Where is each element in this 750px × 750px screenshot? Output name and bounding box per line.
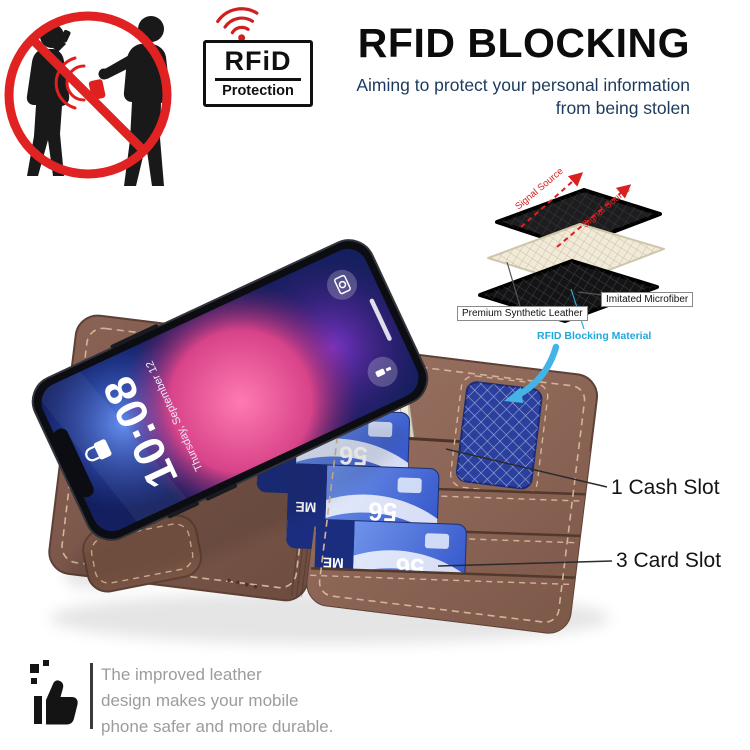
thumbs-up-icon (30, 660, 78, 725)
lock-icon (85, 439, 112, 462)
prohibition-circle (4, 11, 172, 179)
cash-slot-callout: 1 Cash Slot (611, 476, 720, 499)
card-slot-callout: 3 Card Slot (616, 549, 722, 572)
cash-slot-pointer-line (445, 448, 608, 488)
signal-arrow (556, 184, 632, 248)
page-title: RFID BLOCKING (357, 20, 690, 66)
prohibition-slash (29, 36, 147, 154)
card-brand-text: ME (322, 555, 344, 572)
badge-divider (215, 78, 301, 81)
label-rfid-blocking-material: RFID Blocking Material (537, 330, 652, 342)
badge-title: RFiD (224, 46, 292, 76)
window-card (449, 375, 549, 496)
footer-divider (90, 663, 93, 729)
phone-shadow (65, 422, 405, 588)
header-subtitle-line2: from being stolen (555, 97, 690, 118)
header: RFID BLOCKING Aiming to protect your per… (270, 20, 690, 120)
header-subtitle-line1: Aiming to protect your personal informat… (356, 75, 690, 95)
rfid-wifi-icon (216, 7, 259, 42)
footer-line1: The improved leather (101, 665, 262, 684)
home-indicator (369, 298, 392, 341)
card-slot-pointer-line (437, 560, 613, 567)
signal-arrow (520, 172, 584, 228)
camera-button (327, 269, 358, 300)
label-premium-leather: Premium Synthetic Leather (457, 306, 588, 321)
rfid-protection-badge: RFiD Protection (203, 40, 313, 107)
label-imitated-microfiber: Imitated Microfiber (601, 292, 694, 307)
footer-text: The improved leather design makes your m… (101, 662, 334, 740)
no-theft-sign (4, 11, 172, 186)
flashlight-button (367, 356, 398, 387)
phone-notch (53, 428, 94, 498)
footer-line3: phone safer and more durable. (101, 717, 334, 736)
footer-line2: design makes your mobile (101, 691, 299, 710)
badge-subtitle: Protection (222, 83, 294, 99)
